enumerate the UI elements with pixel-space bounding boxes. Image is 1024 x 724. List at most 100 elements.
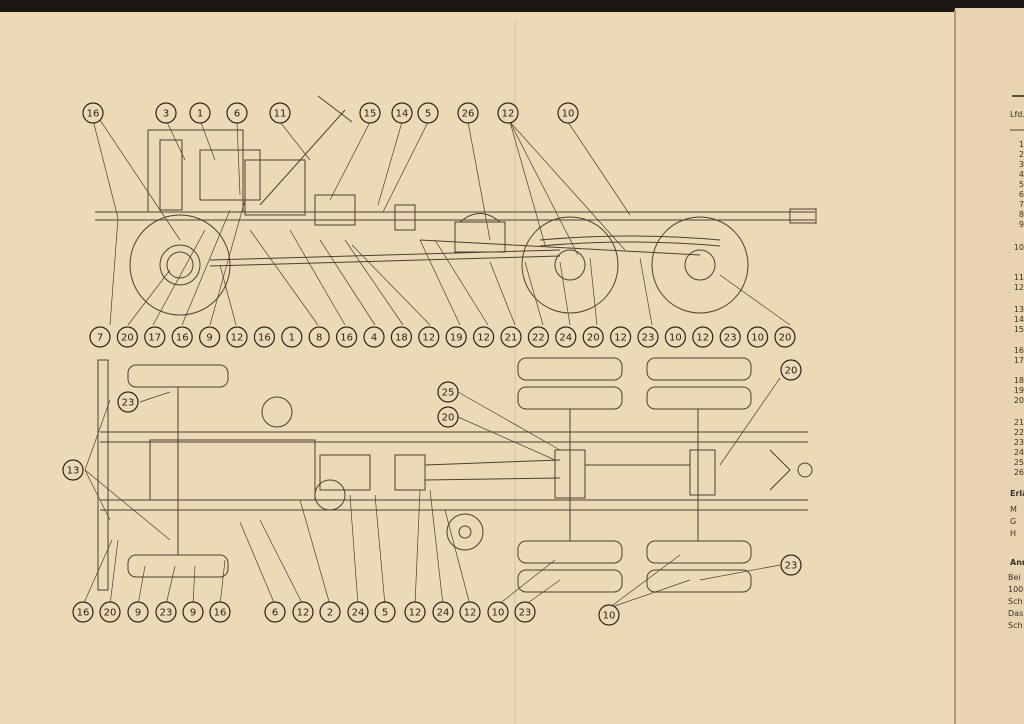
callout-circle [347, 601, 369, 623]
callout-circle [292, 601, 314, 623]
callout-number: 18 [390, 326, 412, 348]
callout-label: 25 [442, 388, 455, 399]
callout-number: 16 [82, 102, 104, 124]
callout-label: 24 [559, 333, 572, 344]
row-number: 24 [1014, 448, 1024, 457]
callout-label: 4 [371, 333, 377, 344]
callout-circle [527, 326, 550, 348]
row-number: 15 [1014, 325, 1024, 334]
callout-number: 23 [637, 326, 659, 348]
callout-label: 24 [352, 608, 365, 619]
callout-label: 5 [425, 109, 431, 120]
legend-item: M [1010, 505, 1017, 514]
callout-number: 12 [404, 601, 426, 623]
callout-number: 9 [199, 326, 221, 348]
callout-circle [72, 601, 94, 623]
callout-label: 12 [502, 109, 515, 120]
callout-number: 12 [497, 102, 519, 124]
callout-label: 12 [464, 608, 477, 619]
callout-label: 18 [395, 333, 408, 344]
callout-label: 5 [382, 608, 388, 619]
row-number: 11 [1014, 273, 1024, 282]
callout-circle [336, 326, 358, 348]
callout-number: 21 [500, 326, 522, 348]
row-number: 12 [1014, 283, 1024, 292]
callout-label: 17 [148, 333, 161, 344]
row-number: 10 [1014, 243, 1024, 252]
callout-circle [269, 102, 291, 124]
callout-circle [226, 326, 248, 348]
callout-label: 20 [779, 333, 792, 344]
callout-circle [144, 326, 166, 348]
row-number: 6 [1019, 190, 1024, 199]
callout-label: 10 [751, 333, 764, 344]
row-number: 17 [1014, 356, 1024, 365]
callout-circle [82, 102, 104, 124]
callout-circle [637, 326, 659, 348]
callout-circle [664, 326, 687, 348]
callout-number: 23 [780, 554, 802, 576]
notes-line: Sch [1008, 621, 1023, 630]
callout-circle [445, 326, 467, 348]
callout-label: 23 [160, 608, 173, 619]
callout-label: 20 [442, 413, 455, 424]
callout-number: 12 [459, 601, 481, 623]
callout-circle [127, 601, 149, 623]
callout-label: 20 [104, 608, 117, 619]
plan-view-middle-callouts: 25 20 [437, 381, 459, 428]
callout-circle [692, 326, 714, 348]
callout-label: 16 [77, 608, 90, 619]
callout-label: 7 [97, 333, 103, 344]
callout-circle [487, 601, 509, 623]
row-number: 22 [1014, 428, 1024, 437]
callout-label: 10 [492, 608, 505, 619]
row-number: 19 [1014, 386, 1024, 395]
callout-circle [189, 102, 211, 124]
callout-circle [598, 604, 620, 626]
callout-circle [582, 326, 604, 348]
callout-label: 2 [327, 608, 333, 619]
row-number: 13 [1014, 305, 1024, 314]
callout-number: 3 [155, 102, 177, 124]
callout-circle [99, 601, 121, 623]
callout-label: 20 [121, 333, 134, 344]
callout-number: 20 [116, 326, 139, 348]
callout-number: 16 [171, 326, 193, 348]
callout-label: 12 [297, 608, 310, 619]
callout-circle [746, 326, 769, 348]
callout-number: 12 [226, 326, 248, 348]
callout-number: 12 [292, 601, 314, 623]
callout-number: 23 [514, 601, 536, 623]
row-number: 3 [1019, 160, 1024, 169]
notes-title: Anr [1010, 558, 1024, 567]
side-view-drawing [95, 95, 817, 316]
notes-line: Das [1008, 609, 1023, 618]
callout-label: 9 [206, 333, 212, 344]
callout-circle [363, 326, 385, 348]
callout-label: 12 [409, 608, 422, 619]
callout-number: 5 [417, 102, 439, 124]
callout-number: 9 [182, 601, 204, 623]
row-number: 1 [1019, 140, 1024, 149]
callout-circle [359, 102, 381, 124]
callout-circle [308, 326, 330, 348]
callout-number: 23 [719, 326, 741, 348]
callout-circle [780, 554, 802, 576]
callout-number: 5 [374, 601, 396, 623]
callout-circle [155, 601, 177, 623]
callout-number: 14 [391, 102, 413, 124]
callout-circle [226, 102, 248, 124]
callout-circle [155, 102, 177, 124]
legend-items: MGH [1010, 505, 1017, 538]
callout-number: 16 [253, 326, 275, 348]
callout-circle [497, 102, 519, 124]
callout-label: 23 [724, 333, 737, 344]
callout-circle [437, 406, 459, 428]
callout-number: 13 [62, 459, 84, 481]
callout-number: 23 [155, 601, 177, 623]
